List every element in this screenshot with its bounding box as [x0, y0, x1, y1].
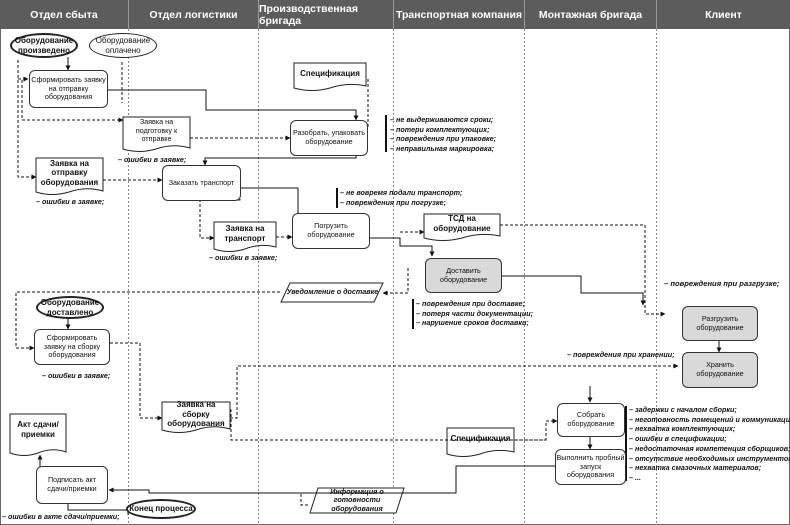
- doc-prep-request-shape: [122, 116, 191, 152]
- process-unload[interactable]: Разгрузить оборудование: [682, 306, 758, 341]
- process-order-transport[interactable]: Заказать транспорт: [162, 165, 241, 201]
- doc-shipping-request-shape: [35, 157, 104, 195]
- delivery-notice-shape: [280, 282, 384, 303]
- flow-solid: [37, 57, 722, 515]
- lane-separators: [128, 29, 657, 525]
- lane-production: Производственная бригада: [259, 0, 394, 29]
- risk-assembly-request: – ошибки в заявке;: [42, 371, 111, 380]
- risk-item: – ...: [629, 473, 641, 483]
- risk-brackets: [336, 115, 627, 481]
- lane-client: Клиент: [657, 0, 790, 29]
- risk-item: – нарушение сроков доставки;: [416, 318, 529, 328]
- doc-spec1[interactable]: Спецификация: [300, 69, 360, 79]
- doc-transport-request-shape: [213, 221, 277, 252]
- event-produced[interactable]: Оборудование произведено: [10, 33, 78, 58]
- doc-assembly-request-shape: [161, 401, 231, 433]
- risk-list-packing: – не выдерживаются сроки; – потери компл…: [390, 115, 496, 154]
- risk-item: – потери комплектующих;: [390, 124, 490, 134]
- risk-item: – нехватка комплектующих;: [629, 424, 736, 434]
- output-delivery-notice[interactable]: Уведомление о доставке: [286, 287, 379, 297]
- readiness-info-shape: [309, 487, 405, 514]
- risk-list-loading: – не вовремя подали транспорт; – поврежд…: [340, 188, 462, 207]
- risk-item: – недостаточная компетенция сборщиков;: [629, 443, 790, 453]
- process-assemble[interactable]: Собрать оборудование: [557, 403, 625, 437]
- process-deliver[interactable]: Доставить оборудование: [425, 258, 502, 293]
- risk-item: – повреждения при доставке;: [416, 299, 525, 308]
- doc-transport-request[interactable]: Заявка на транспорт: [224, 223, 266, 243]
- doc-spec1-shape: [293, 62, 367, 91]
- risk-item: – отсутствие необходимых инструментов;: [629, 453, 790, 463]
- lane-logistics: Отдел логистики: [129, 0, 259, 29]
- doc-spec2[interactable]: Спецификация: [450, 434, 511, 444]
- risk-item: – не выдерживаются сроки;: [390, 115, 494, 124]
- risk-item: – повреждения при погрузке;: [340, 197, 446, 207]
- output-readiness-info[interactable]: Информация о готовности оборудования: [330, 486, 384, 513]
- risk-item: – нехватка смазочных материалов;: [629, 463, 762, 473]
- risk-item: – ошибки в спецификации;: [629, 434, 727, 444]
- event-end[interactable]: Конец процесса: [126, 499, 196, 519]
- lane-installation: Монтажная бригада: [525, 0, 657, 29]
- event-delivered[interactable]: Оборудование доставлено: [36, 296, 104, 319]
- risk-unloading: – повреждения при разгрузке;: [664, 279, 780, 288]
- risk-item: – задержки с началом сборки;: [629, 405, 737, 414]
- process-disassemble-pack[interactable]: Разобрать, упаковать оборудование: [290, 120, 368, 156]
- process-form-shipping-request[interactable]: Сформировать заявку на отправку оборудов…: [29, 70, 108, 108]
- doc-spec2-shape: [446, 427, 515, 457]
- risk-act: – ошибки в акте сдачи/приемки;: [2, 512, 120, 521]
- doc-tsd-shape: [423, 213, 501, 241]
- risk-transport-request: – ошибки в заявке;: [209, 253, 278, 262]
- risk-prep-request: – ошибки в заявке;: [118, 155, 187, 164]
- lane-sales: Отдел сбыта: [0, 0, 129, 29]
- process-store[interactable]: Хранить оборудование: [682, 352, 758, 388]
- process-sign-act[interactable]: Подписать акт сдачи/приемки: [36, 466, 108, 504]
- risk-shipping-request: – ошибки в заявке;: [36, 197, 105, 206]
- process-form-assembly-request[interactable]: Сформировать заявку на сборку оборудован…: [34, 329, 110, 365]
- risk-list-assembly: – задержки с началом сборки; – неготовно…: [629, 405, 790, 483]
- doc-act-shape: [9, 413, 67, 456]
- risk-item: – не вовремя подали транспорт;: [340, 188, 463, 197]
- doc-act[interactable]: Акт сдачи/приемки: [17, 420, 59, 439]
- output-shapes: [280, 282, 405, 514]
- document-shapes: [9, 62, 515, 457]
- process-trial-run[interactable]: Выполнить пробный запуск оборудования: [555, 449, 626, 485]
- doc-shipping-request[interactable]: Заявка на отправку оборудования: [40, 158, 99, 187]
- risk-item: – неготовность помещений и коммуникаций;: [629, 414, 790, 424]
- risk-item: – потеря части документации;: [416, 308, 534, 318]
- risk-list-delivery: – повреждения при доставке; – потеря час…: [416, 299, 533, 328]
- event-paid[interactable]: Оборудование оплачено: [89, 33, 157, 58]
- doc-prep-request[interactable]: Заявка на подготовку к отправке: [135, 117, 178, 144]
- risk-item: – неправильная маркировка;: [390, 144, 495, 154]
- lane-transport: Транспортная компания: [394, 0, 525, 29]
- risk-storage: – повреждения при хранении;: [567, 350, 675, 359]
- process-load[interactable]: Погрузить оборудование: [292, 213, 370, 249]
- doc-tsd[interactable]: ТСД на оборудование: [433, 214, 491, 233]
- risk-item: – повреждения при упаковке;: [390, 134, 497, 144]
- doc-assembly-request[interactable]: Заявка на сборку оборудования: [167, 400, 225, 429]
